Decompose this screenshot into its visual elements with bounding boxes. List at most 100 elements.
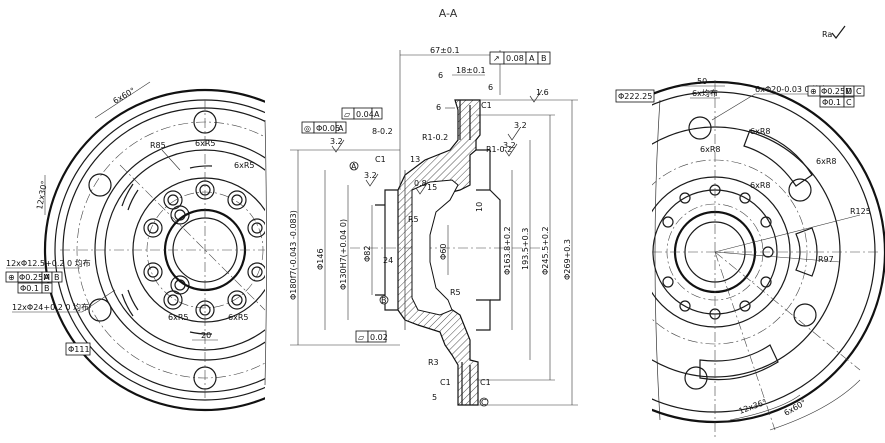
svg-text:3.2: 3.2 [514, 121, 527, 130]
svg-text:6: 6 [436, 103, 441, 112]
svg-text:3.2: 3.2 [364, 171, 377, 180]
svg-text:▱: ▱ [358, 333, 365, 342]
svg-text:◎: ◎ [304, 124, 311, 133]
svg-text:⊕: ⊕ [8, 273, 15, 282]
section-dimensions: 67±0.1 18±0.1 6 6 6 8-0.2 R1-0.2 R1-0.2 … [289, 46, 578, 406]
kidney-slot [699, 344, 779, 381]
svg-text:Ra: Ra [822, 30, 832, 39]
svg-text:Φ111: Φ111 [68, 345, 90, 354]
svg-text:R1-0.2: R1-0.2 [486, 145, 512, 154]
svg-text:B: B [541, 54, 547, 63]
svg-text:Φ60: Φ60 [439, 244, 448, 260]
svg-text:Φ146: Φ146 [316, 248, 325, 270]
svg-text:6x均布: 6x均布 [692, 88, 718, 98]
svg-text:6xR8: 6xR8 [816, 157, 836, 166]
svg-text:R85: R85 [150, 141, 166, 150]
right-end-view [652, 80, 885, 440]
svg-text:6xR8: 6xR8 [750, 181, 770, 190]
svg-text:↗: ↗ [493, 54, 500, 63]
svg-text:6xR8: 6xR8 [750, 127, 770, 136]
break-line-left [264, 119, 267, 386]
svg-text:10: 10 [475, 202, 484, 212]
bolt-hole [684, 366, 708, 390]
svg-text:A: A [529, 54, 535, 63]
svg-text:R5: R5 [450, 288, 461, 297]
svg-text:1.6: 1.6 [536, 88, 549, 97]
svg-text:Φ0.1: Φ0.1 [822, 98, 841, 107]
bolt-hole [688, 116, 712, 140]
svg-text:6: 6 [438, 71, 443, 80]
svg-text:0.8: 0.8 [414, 179, 427, 188]
svg-text:R3: R3 [428, 358, 439, 367]
svg-text:C1: C1 [440, 378, 451, 387]
svg-text:13: 13 [410, 155, 420, 164]
bolt-hole [793, 303, 817, 327]
svg-text:3.2: 3.2 [503, 141, 516, 150]
svg-text:24: 24 [383, 256, 393, 265]
svg-text:0.08: 0.08 [506, 54, 524, 63]
svg-text:R5: R5 [408, 215, 419, 224]
svg-text:B: B [44, 284, 50, 293]
svg-text:20: 20 [201, 331, 211, 340]
svg-text:6xR5: 6xR5 [228, 313, 248, 322]
svg-text:6xΦ20-0.03 0 均布: 6xΦ20-0.03 0 均布 [755, 84, 828, 94]
svg-text:B: B [381, 296, 387, 305]
svg-text:6xR8: 6xR8 [700, 145, 720, 154]
svg-text:6xR5: 6xR5 [195, 139, 215, 148]
kidney-slot [795, 227, 818, 277]
svg-text:12x30°: 12x30° [35, 180, 49, 210]
section-view [350, 99, 540, 406]
left-view-dimensions: 6x60° 12x30° R85 6xR5 6xR5 6xR5 6xR5 20 … [6, 81, 254, 356]
svg-text:12x36°: 12x36° [738, 397, 768, 415]
bolt-hole [88, 173, 112, 197]
bolt-hole [88, 298, 112, 322]
svg-text:0.02: 0.02 [370, 333, 388, 342]
outer-ring [43, 88, 265, 412]
flatness-fcf-bottom: ▱ 0.02 [355, 330, 388, 343]
svg-text:C: C [856, 87, 862, 96]
svg-text:6x60°: 6x60° [112, 86, 137, 106]
svg-text:R125: R125 [850, 207, 871, 216]
svg-text:18±0.1: 18±0.1 [456, 66, 486, 75]
left-end-view [43, 88, 265, 412]
flatness-fcf: ▱ 0.04 A [341, 107, 383, 120]
svg-text:Φ180f7(-0.043 -0.083): Φ180f7(-0.043 -0.083) [289, 210, 298, 300]
svg-text:15: 15 [427, 183, 437, 192]
svg-text:Φ245.5+0.2: Φ245.5+0.2 [541, 226, 550, 275]
svg-text:Φ0.25M: Φ0.25M [19, 273, 50, 282]
datum-markers: A B C [349, 161, 489, 407]
svg-text:50: 50 [697, 77, 707, 86]
surface-finish-symbol: Ra [822, 25, 846, 39]
svg-text:D: D [846, 87, 852, 96]
svg-text:A: A [351, 162, 357, 171]
svg-text:Φ0.25M: Φ0.25M [821, 87, 852, 96]
bolt-hole [788, 178, 812, 202]
svg-text:8-0.2: 8-0.2 [372, 127, 393, 136]
svg-text:6xR5: 6xR5 [168, 313, 188, 322]
section-title: A-A [439, 7, 458, 20]
svg-text:0.04: 0.04 [356, 110, 374, 119]
svg-text:67±0.1: 67±0.1 [430, 46, 460, 55]
svg-text:12xΦ24+0.2 0 均布: 12xΦ24+0.2 0 均布 [12, 302, 89, 312]
svg-text:A: A [44, 273, 50, 282]
svg-text:Φ0.1: Φ0.1 [20, 284, 39, 293]
svg-text:193.5+0.3: 193.5+0.3 [521, 228, 530, 270]
svg-text:Φ0.05: Φ0.05 [316, 124, 340, 133]
kidney-slot [743, 129, 813, 187]
svg-text:C1: C1 [375, 155, 386, 164]
svg-text:Φ163.8+0.2: Φ163.8+0.2 [503, 226, 512, 275]
svg-text:Φ222.25: Φ222.25 [618, 92, 652, 101]
roughness-marks: 3.2 3.2 3.2 1.6 3.2 0.8 [330, 88, 549, 195]
svg-text:R1-0.2: R1-0.2 [422, 133, 448, 142]
runout-fcf: ↗ 0.08 A B [489, 51, 551, 65]
svg-text:C1: C1 [480, 378, 491, 387]
svg-text:6xR5: 6xR5 [234, 161, 254, 170]
right-position-fcf: ⊕ Φ0.25M D C Φ0.1 C [807, 85, 865, 108]
svg-text:3.2: 3.2 [330, 137, 343, 146]
svg-text:Φ82: Φ82 [363, 246, 372, 262]
left-position-fcf: ⊕ Φ0.25M A B Φ0.1 B [5, 271, 63, 294]
svg-text:Φ269+0.3: Φ269+0.3 [563, 239, 572, 280]
section-profile [397, 99, 481, 406]
svg-text:12xΦ12.5+0.2 0 均布: 12xΦ12.5+0.2 0 均布 [6, 258, 91, 268]
